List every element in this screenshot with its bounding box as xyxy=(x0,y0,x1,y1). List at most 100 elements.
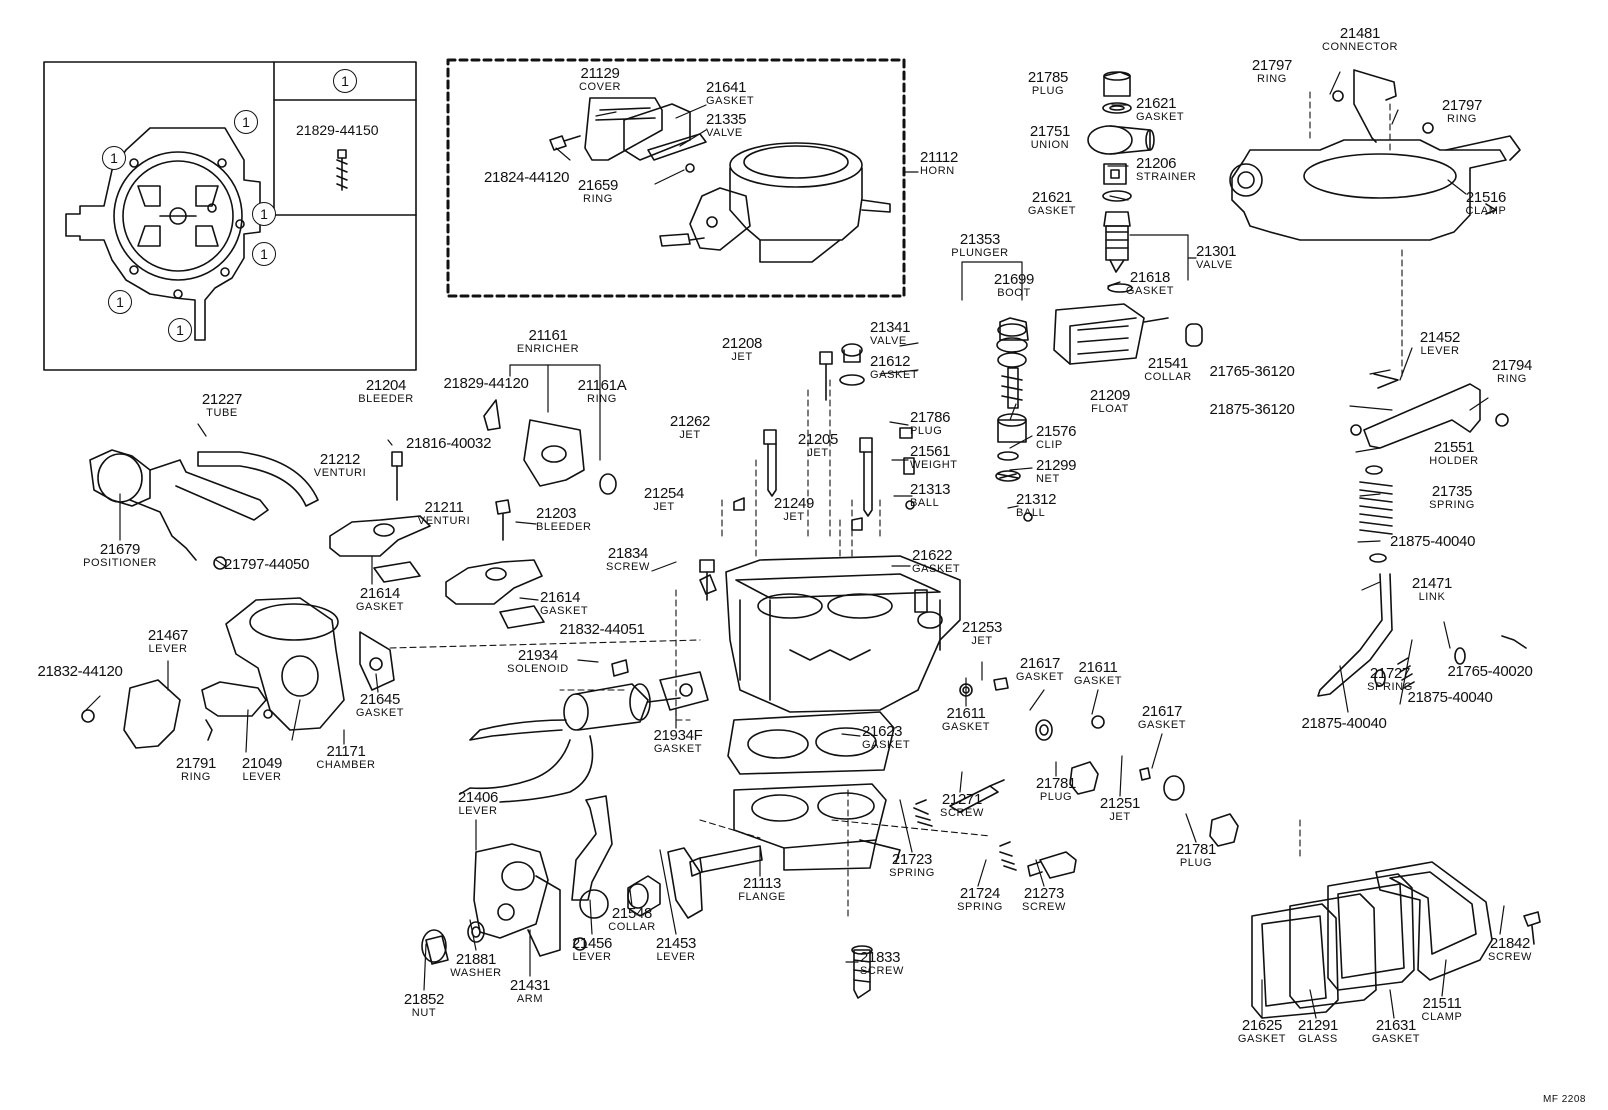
part-number: 21161A xyxy=(577,377,627,394)
part-number: 21548 xyxy=(611,905,653,922)
part-number: 21206 xyxy=(1136,155,1177,172)
part-name: SPRING xyxy=(889,867,935,879)
part-number: 21335 xyxy=(706,111,747,128)
part-name: JET xyxy=(971,635,993,647)
part-name: FLOAT xyxy=(1091,403,1129,415)
part-number: 21735 xyxy=(1431,483,1473,500)
fuel-inlet-stack xyxy=(1087,71,1155,293)
part-callout-21797-44050: 21797-44050 xyxy=(224,557,309,572)
part-number: 21511 xyxy=(1422,995,1462,1012)
part-number: 21611 xyxy=(946,705,986,722)
part-name: CLAMP xyxy=(1465,205,1507,217)
assembly-lines xyxy=(389,91,1403,921)
part-number: 21641 xyxy=(706,79,747,96)
part-number: 21934 xyxy=(517,647,559,664)
part-number: 21934F xyxy=(653,727,703,744)
part-number: 21699 xyxy=(993,271,1035,288)
part-name: TUBE xyxy=(206,407,238,419)
part-name: RING xyxy=(587,393,617,405)
part-number: 21829-44120 xyxy=(443,375,529,392)
part-name: GASKET xyxy=(1073,675,1123,687)
part-name: RING xyxy=(1257,73,1287,85)
part-number: 21625 xyxy=(1241,1017,1283,1034)
part-name: VALVE xyxy=(1196,259,1233,271)
leader-lines xyxy=(83,71,1505,1019)
part-number: 21622 xyxy=(912,547,953,564)
part-number: 21467 xyxy=(147,627,189,644)
part-name: PLUG xyxy=(1039,791,1073,803)
part-name: HORN xyxy=(920,165,955,177)
pump-linkage xyxy=(1317,373,1527,697)
part-name: VENTURI xyxy=(417,515,471,527)
part-number: 21112 xyxy=(920,149,958,166)
part-number: 21659 xyxy=(577,177,619,194)
part-name: GASKET xyxy=(912,563,961,575)
part-number: 21617 xyxy=(1019,655,1061,672)
part-name: VALVE xyxy=(706,127,743,139)
part-callout-21824-44120: 21824-44120 xyxy=(484,170,569,185)
ref-mark: 1 xyxy=(252,242,276,266)
part-name: GASKET xyxy=(706,95,755,107)
part-name: GASKET xyxy=(355,601,405,613)
part-name: FLANGE xyxy=(738,891,786,903)
part-number: 21751 xyxy=(1029,123,1071,140)
part-number: 21262 xyxy=(669,413,711,430)
part-name: PLUG xyxy=(1179,857,1213,869)
throttle-positioner xyxy=(89,449,319,570)
part-number: 21621 xyxy=(1031,189,1073,206)
part-number: 21273 xyxy=(1023,885,1065,902)
part-name: GASKET xyxy=(1027,205,1077,217)
part-number: 21794 xyxy=(1491,357,1533,374)
part-callout-21875-40040c: 21875-40040 xyxy=(1301,716,1386,731)
part-number: 21611 xyxy=(1078,659,1118,676)
part-name: GASKET xyxy=(1371,1033,1421,1045)
part-name: WEIGHT xyxy=(910,459,958,471)
part-number: 21251 xyxy=(1099,795,1141,812)
part-number: 21875-40040 xyxy=(1390,533,1476,550)
part-callout-21829-44120: 21829-44120 xyxy=(443,376,528,391)
part-name: ARM xyxy=(516,993,544,1005)
part-name: PLUNGER xyxy=(951,247,1009,259)
part-number: 21875-36120 xyxy=(1209,401,1295,418)
part-number: 21786 xyxy=(910,409,951,426)
pump-plunger xyxy=(995,317,1029,482)
part-number: 21832-44051 xyxy=(559,621,645,638)
part-name: JET xyxy=(1109,811,1131,823)
part-number: 21481 xyxy=(1339,25,1381,42)
part-number: 21612 xyxy=(870,353,911,370)
part-name: BALL xyxy=(1016,507,1046,519)
